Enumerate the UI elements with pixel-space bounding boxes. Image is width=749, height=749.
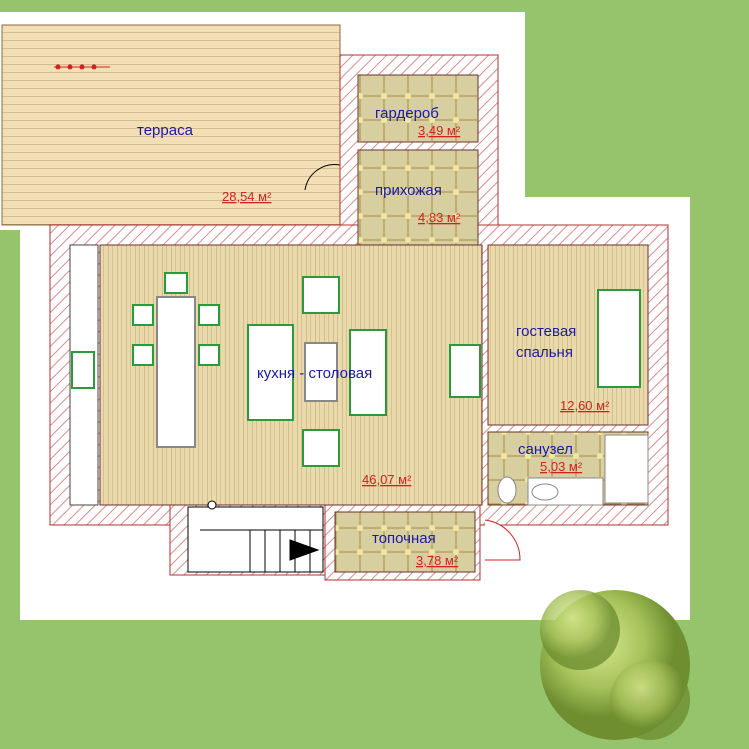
room-wardrobe [357,74,479,143]
area-terrace: 28,54 м² [222,189,272,204]
area-hall: 4,83 м² [418,210,461,225]
area-wardrobe: 3,49 м² [418,123,461,138]
label-wardrobe: гардероб [375,105,439,122]
railing-marks [54,64,110,70]
staircase [187,500,324,573]
area-guest: 12,60 м² [560,398,610,413]
entry-door [484,519,521,561]
label-kitchen: кухня - столовая [257,365,372,382]
room-hall [357,149,479,246]
bath-fixtures [497,434,649,506]
tree [540,590,690,740]
label-boiler: топочная [372,530,436,547]
kitchen-counter [69,244,99,506]
guest-bed [597,289,641,388]
label-hall: прихожая [375,182,442,199]
area-boiler: 3,78 м² [416,553,459,568]
label-guest-1: гостевая [516,323,576,340]
label-bath: санузел [518,441,573,458]
sofa-set [247,276,481,467]
area-bath: 5,03 м² [540,459,583,474]
dining-table [132,272,220,448]
label-guest-2: спальня [516,344,573,361]
label-terrace: терраса [137,122,194,139]
area-kitchen: 46,07 м² [362,472,412,487]
room-boiler [334,511,476,573]
